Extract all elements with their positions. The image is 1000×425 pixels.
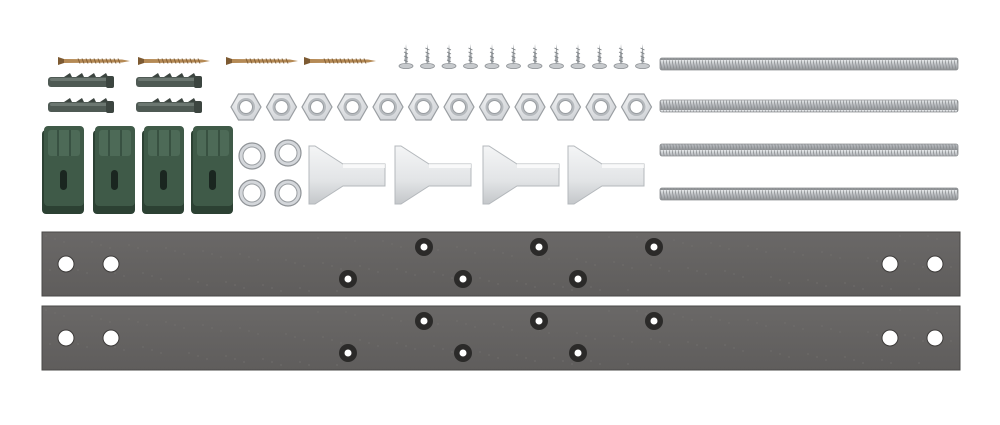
washer xyxy=(274,179,302,207)
strip-hole xyxy=(926,329,944,347)
cone-spacer xyxy=(308,145,386,205)
washers xyxy=(238,139,302,207)
green-brackets xyxy=(42,126,233,214)
washer xyxy=(238,142,266,170)
hex-nut xyxy=(407,93,440,121)
threaded-rods xyxy=(659,57,959,201)
countersunk-hole xyxy=(530,312,548,330)
countersunk-hole xyxy=(454,270,472,288)
countersunk-hole xyxy=(569,344,587,362)
washer xyxy=(274,139,302,167)
hex-nuts xyxy=(230,93,653,121)
wood-screw xyxy=(58,57,130,65)
small-screw xyxy=(635,44,650,70)
green-bracket xyxy=(93,126,135,214)
hex-nut xyxy=(620,93,653,121)
green-bracket xyxy=(191,126,233,214)
strip-hole xyxy=(57,255,75,273)
strip-hole xyxy=(57,329,75,347)
small-screw xyxy=(484,44,500,70)
small-screw xyxy=(549,44,564,70)
washer xyxy=(238,179,266,207)
hex-nut xyxy=(443,93,475,121)
hex-nut xyxy=(230,93,262,121)
mounting-strip xyxy=(41,305,961,371)
hex-nut xyxy=(585,93,617,121)
countersunk-hole xyxy=(415,238,433,256)
hex-nut xyxy=(372,93,404,121)
small-screw xyxy=(570,44,586,70)
small-screw xyxy=(463,44,478,70)
wood-screws xyxy=(58,57,376,65)
small-screw xyxy=(592,44,607,70)
wood-screw xyxy=(226,57,298,65)
small-screw xyxy=(441,44,457,70)
cone-spacers xyxy=(308,145,645,205)
green-bracket xyxy=(42,126,84,214)
cone-spacer xyxy=(567,145,645,205)
countersunk-hole xyxy=(569,270,587,288)
small-screws xyxy=(398,44,650,70)
small-screw xyxy=(613,44,629,70)
hex-nut xyxy=(514,93,546,121)
mounting-strip xyxy=(41,231,961,297)
small-screw xyxy=(506,44,521,70)
countersunk-hole xyxy=(415,312,433,330)
strip-hole xyxy=(102,255,120,273)
hex-nut xyxy=(301,93,333,121)
small-screw xyxy=(527,44,543,70)
small-screw xyxy=(420,44,435,70)
strip-hole xyxy=(881,255,899,273)
countersunk-hole xyxy=(530,238,548,256)
countersunk-hole xyxy=(339,344,357,362)
countersunk-hole xyxy=(645,312,663,330)
wall-plug xyxy=(48,73,114,88)
wall-plugs xyxy=(48,73,202,113)
countersunk-hole xyxy=(645,238,663,256)
cone-spacer xyxy=(394,145,472,205)
threaded-rod xyxy=(659,57,959,71)
threaded-rod xyxy=(659,187,959,201)
hex-nut xyxy=(549,93,582,121)
wood-screw xyxy=(304,57,376,65)
countersunk-hole xyxy=(454,344,472,362)
strip-hole xyxy=(102,329,120,347)
small-screw xyxy=(398,44,414,70)
wood-screw xyxy=(138,57,210,65)
cone-spacer xyxy=(482,145,560,205)
hex-nut xyxy=(336,93,369,121)
hex-nut xyxy=(478,93,511,121)
threaded-rod xyxy=(659,99,959,113)
wall-plug xyxy=(136,98,202,113)
mounting-strips xyxy=(41,231,961,371)
wall-plug xyxy=(48,98,114,113)
wall-plug xyxy=(136,73,202,88)
strip-hole xyxy=(926,255,944,273)
countersunk-hole xyxy=(339,270,357,288)
threaded-rod xyxy=(659,143,959,157)
strip-hole xyxy=(881,329,899,347)
hex-nut xyxy=(265,93,298,121)
green-bracket xyxy=(142,126,184,214)
